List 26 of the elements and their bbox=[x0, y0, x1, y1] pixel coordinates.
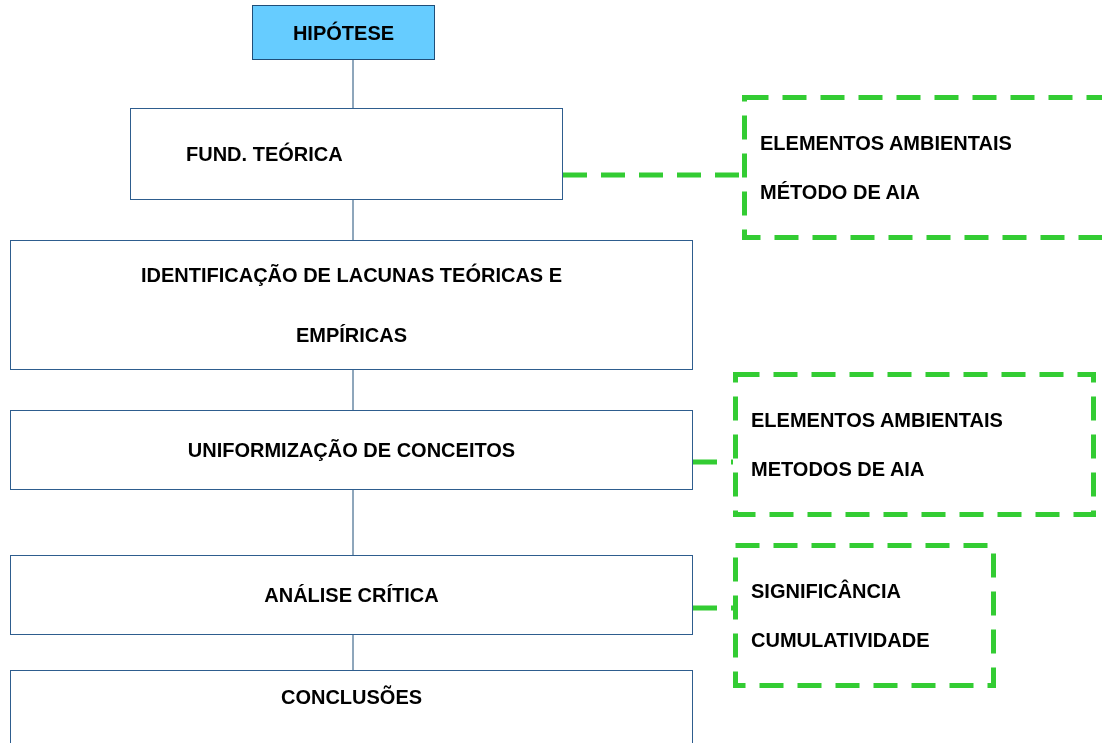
note-text: CUMULATIVIDADE bbox=[751, 628, 930, 652]
box-label: FUND. TEÓRICA bbox=[186, 142, 343, 166]
note-text: ELEMENTOS AMBIENTAIS bbox=[760, 131, 1012, 155]
box-label: UNIFORMIZAÇÃO DE CONCEITOS bbox=[187, 438, 516, 462]
process-box bbox=[130, 108, 563, 200]
dashed-connector bbox=[563, 172, 742, 178]
note-text: ELEMENTOS AMBIENTAIS bbox=[751, 408, 1003, 432]
note-text: METODOS DE AIA bbox=[751, 457, 925, 481]
box-label: CONCLUSÕES bbox=[280, 685, 423, 709]
connector-line bbox=[352, 59, 354, 109]
process-box bbox=[10, 410, 693, 490]
start-box bbox=[252, 5, 435, 60]
note-text: MÉTODO DE AIA bbox=[760, 180, 920, 204]
process-box bbox=[10, 555, 693, 635]
connector-line bbox=[352, 369, 354, 411]
box-label: IDENTIFICAÇÃO DE LACUNAS TEÓRICAS E EMPÍRICAS bbox=[139, 262, 564, 348]
process-box bbox=[10, 240, 693, 370]
box-label: HIPÓTESE bbox=[292, 20, 395, 45]
connector-line bbox=[352, 199, 354, 241]
dashed-connector bbox=[693, 605, 733, 611]
connector-line bbox=[352, 489, 354, 556]
connector-line bbox=[352, 634, 354, 671]
dashed-connector bbox=[693, 459, 733, 465]
process-box bbox=[10, 670, 693, 743]
note-text: SIGNIFICÂNCIA bbox=[751, 579, 901, 603]
box-label: ANÁLISE CRÍTICA bbox=[264, 583, 439, 607]
